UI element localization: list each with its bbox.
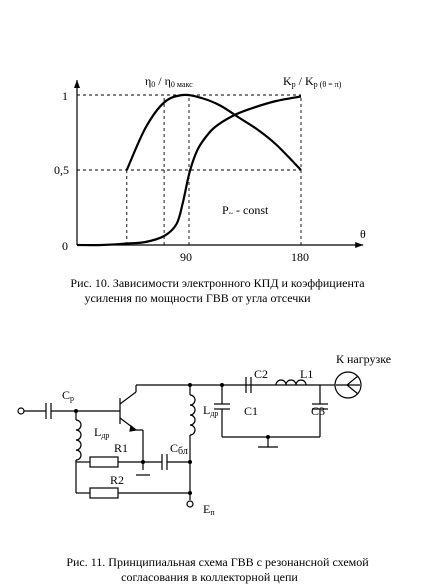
- inductor-ldr1: [75, 419, 82, 461]
- label-r1: R1: [114, 441, 129, 455]
- x-tick-90: 90: [180, 250, 192, 264]
- y-tick-05: 0,5: [54, 163, 69, 177]
- transistor-collector: [119, 391, 137, 405]
- label-cbl: Cбл: [170, 441, 188, 457]
- input-terminal: [17, 407, 25, 415]
- label-c1: C1: [244, 404, 259, 418]
- figure10-caption-line1: Рис. 10. Зависимости электронного КПД и …: [70, 276, 365, 290]
- load-connector: [334, 371, 362, 399]
- y-tick-1: 1: [62, 89, 68, 103]
- label-l1: L1: [300, 367, 314, 381]
- label-cp: Cp: [62, 388, 75, 403]
- efficiency-gain-chart: [74, 80, 364, 248]
- resistor-r1: [89, 456, 119, 468]
- label-c2: C2: [254, 367, 269, 381]
- chart-annotation: P~ - const: [222, 203, 269, 218]
- y-tick-0: 0: [62, 239, 68, 253]
- supply-terminal: [186, 500, 194, 508]
- label-load: К нагрузке: [336, 352, 392, 366]
- x-tick-180: 180: [291, 250, 309, 264]
- label-c3: C3: [311, 404, 326, 418]
- label-ep: Eп: [203, 502, 215, 517]
- transistor-emitter: [119, 417, 137, 431]
- series-label-gain: Kp / Kp (θ = π): [283, 74, 342, 89]
- label-ldr2: Lдр: [203, 403, 219, 418]
- y-axis-arrow: [74, 80, 80, 88]
- x-axis-label: θ: [360, 227, 366, 241]
- label-ldr1: Lдр: [94, 425, 110, 440]
- series-gain-line: [76, 95, 302, 247]
- series-label-efficiency: η0 / η0 макс: [145, 74, 193, 89]
- figure10-caption-line2: усиления по мощности ГВВ от угла отсечки: [84, 291, 311, 305]
- inductor-ldr2: [189, 394, 196, 436]
- label-r2: R2: [110, 473, 125, 487]
- figure11-caption-line1: Рис. 11. Принципиальная схема ГВВ с резо…: [66, 555, 369, 569]
- figure11-caption-line2: согласования в коллекторной цепи: [121, 570, 298, 584]
- x-axis-arrow: [355, 242, 364, 248]
- resistor-r2: [89, 487, 119, 499]
- series-efficiency-line: [125, 93, 302, 171]
